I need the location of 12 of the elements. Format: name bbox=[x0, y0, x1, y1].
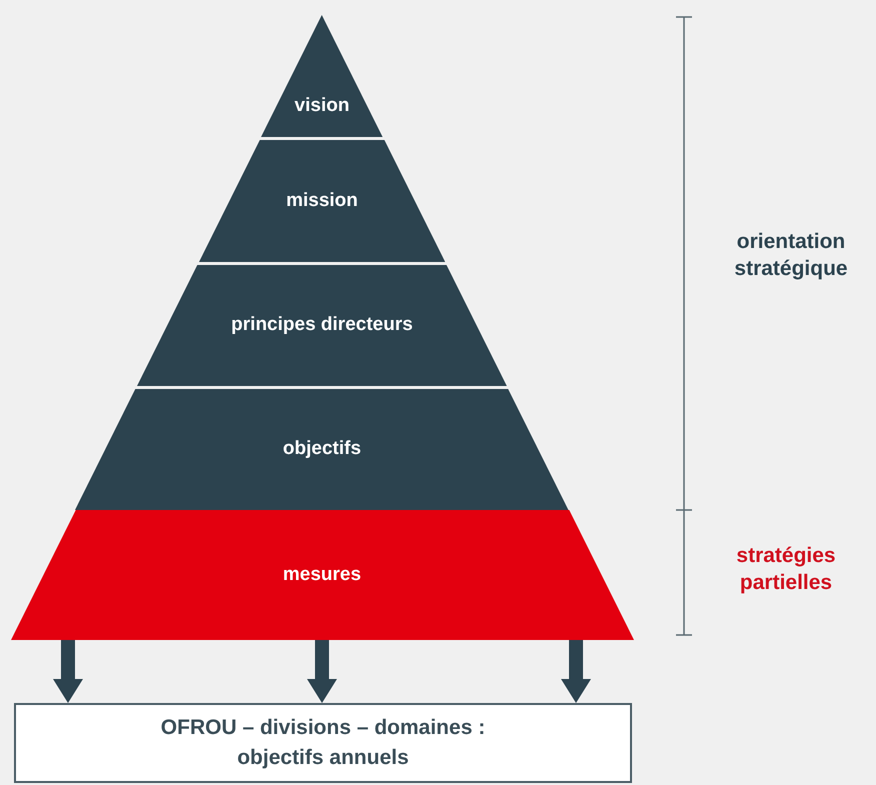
side-label: orientation stratégique bbox=[733, 229, 849, 282]
side-label: stratégies partielles bbox=[735, 543, 837, 596]
down-arrow bbox=[561, 640, 591, 703]
result-box bbox=[14, 703, 632, 783]
down-arrow bbox=[307, 640, 337, 703]
down-arrow bbox=[53, 640, 83, 703]
layer-label: objectifs bbox=[282, 437, 362, 462]
box-text: OFROU – divisions – domaines : objectifs annuels bbox=[160, 715, 486, 771]
layer-label: mission bbox=[286, 188, 358, 213]
layer-label: vision bbox=[294, 94, 350, 118]
layer-label: principes directeurs bbox=[231, 313, 413, 338]
layer-label: mesures bbox=[282, 562, 362, 587]
